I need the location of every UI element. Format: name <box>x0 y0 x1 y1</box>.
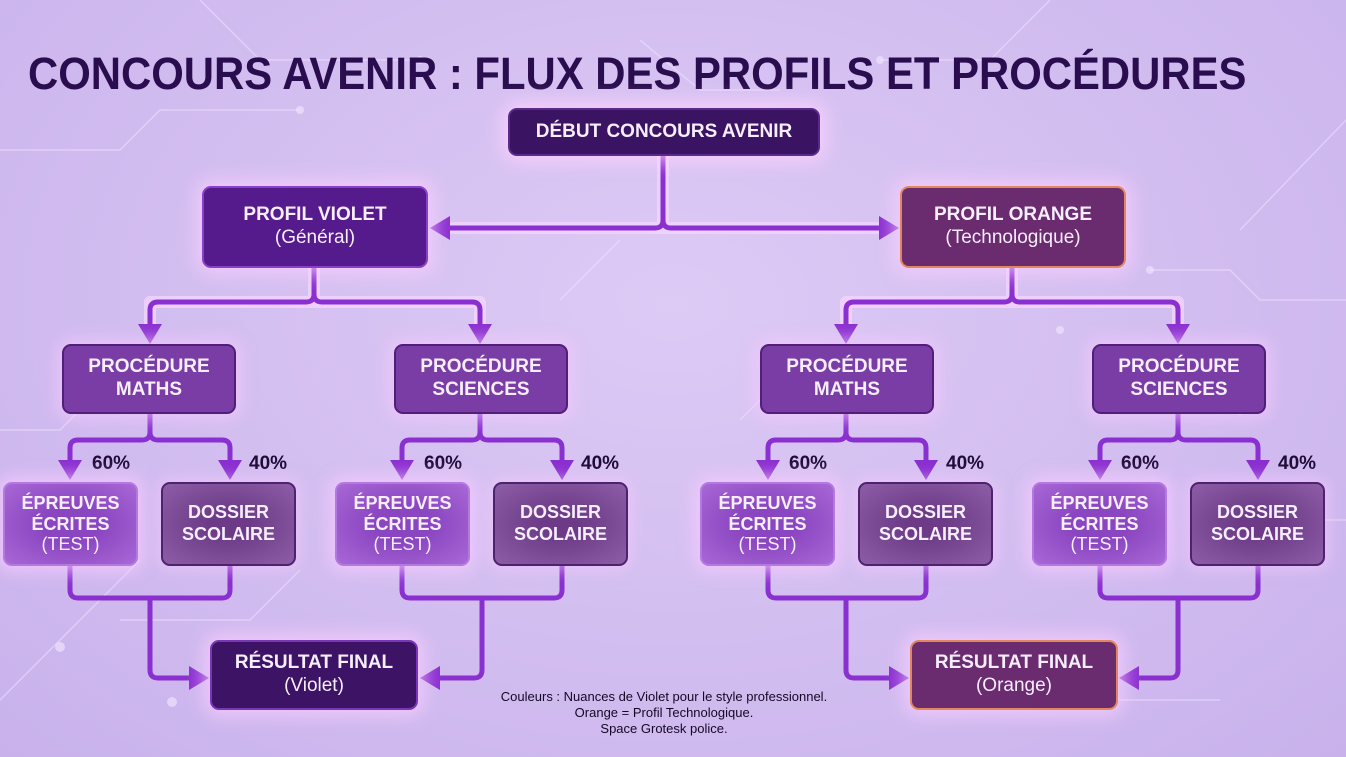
dossier-scolaire-node: DOSSIER SCOLAIRE <box>858 482 993 566</box>
dossier-scolaire-node: DOSSIER SCOLAIRE <box>161 482 296 566</box>
procedure-sciences-violet: PROCÉDURE SCIENCES <box>394 344 568 414</box>
leaf-line: (TEST) <box>373 534 432 555</box>
leaf-line: DOSSIER <box>187 502 270 523</box>
weight-percent: 60% <box>92 453 131 474</box>
procedure-subject: SCIENCES <box>432 379 530 400</box>
procedure-sciences-orange: PROCÉDURE SCIENCES <box>1092 344 1266 414</box>
start-node: DÉBUT CONCOURS AVENIR <box>508 108 820 156</box>
footnote-line: Orange = Profil Technologique. <box>574 705 754 720</box>
procedure-subject: MATHS <box>813 379 881 400</box>
leaf-line: SCOLAIRE <box>181 524 275 544</box>
leaf-line: ÉPREUVES <box>718 492 817 513</box>
weight-percent: 60% <box>1121 453 1160 474</box>
leaf-line: ÉCRITES <box>363 513 442 534</box>
procedure-maths-violet: PROCÉDURE MATHS <box>62 344 236 414</box>
leaf-line: DOSSIER <box>519 502 602 523</box>
result-subtitle: (Orange) <box>975 675 1053 696</box>
result-violet-node: RÉSULTAT FINAL (Violet) <box>210 640 418 710</box>
epreuves-ecrites-node: ÉPREUVES ÉCRITES (TEST) <box>3 482 138 566</box>
weight-percent: 40% <box>249 453 288 474</box>
procedure-subject: MATHS <box>115 379 183 400</box>
weight-percent: 40% <box>1278 453 1317 474</box>
result-title: RÉSULTAT FINAL <box>934 652 1094 674</box>
leaf-line: ÉCRITES <box>31 513 110 534</box>
weight-percent: 40% <box>946 453 985 474</box>
leaf-line: ÉPREUVES <box>1050 492 1149 513</box>
procedure-label: PROCÉDURE <box>88 356 210 378</box>
page-title: CONCOURS AVENIR : FLUX DES PROFILS ET PR… <box>28 48 1247 100</box>
profile-title: PROFIL VIOLET <box>243 204 387 226</box>
leaf-line: SCOLAIRE <box>513 524 607 544</box>
procedure-subject: SCIENCES <box>1130 379 1228 400</box>
profile-violet-node: PROFIL VIOLET (Général) <box>202 186 428 268</box>
epreuves-ecrites-node: ÉPREUVES ÉCRITES (TEST) <box>700 482 835 566</box>
leaf-line: SCOLAIRE <box>1210 524 1304 544</box>
footnote-line: Couleurs : Nuances de Violet pour le sty… <box>500 689 828 704</box>
leaf-line: ÉPREUVES <box>21 492 120 513</box>
procedure-label: PROCÉDURE <box>1118 356 1240 378</box>
leaf-line: ÉPREUVES <box>353 492 452 513</box>
leaf-line: ÉCRITES <box>728 513 807 534</box>
procedure-label: PROCÉDURE <box>420 356 542 378</box>
profile-subtitle: (Général) <box>274 227 356 248</box>
procedure-label: PROCÉDURE <box>786 356 908 378</box>
result-title: RÉSULTAT FINAL <box>234 652 394 674</box>
leaf-line: DOSSIER <box>884 502 967 523</box>
procedure-maths-orange: PROCÉDURE MATHS <box>760 344 934 414</box>
dossier-scolaire-node: DOSSIER SCOLAIRE <box>1190 482 1325 566</box>
profile-orange-node: PROFIL ORANGE (Technologique) <box>900 186 1126 268</box>
weight-percent: 60% <box>789 453 828 474</box>
leaf-line: SCOLAIRE <box>878 524 972 544</box>
leaf-line: ÉCRITES <box>1060 513 1139 534</box>
weight-percent: 60% <box>424 453 463 474</box>
leaf-line: (TEST) <box>738 534 797 555</box>
footnote: Couleurs : Nuances de Violet pour le sty… <box>464 689 864 737</box>
epreuves-ecrites-node: ÉPREUVES ÉCRITES (TEST) <box>335 482 470 566</box>
weight-percent: 40% <box>581 453 620 474</box>
epreuves-ecrites-node: ÉPREUVES ÉCRITES (TEST) <box>1032 482 1167 566</box>
start-label: DÉBUT CONCOURS AVENIR <box>535 120 793 142</box>
dossier-scolaire-node: DOSSIER SCOLAIRE <box>493 482 628 566</box>
profile-title: PROFIL ORANGE <box>934 204 1092 226</box>
leaf-line: (TEST) <box>41 534 100 555</box>
profile-subtitle: (Technologique) <box>945 227 1081 248</box>
leaf-line: DOSSIER <box>1216 502 1299 523</box>
footnote-line: Space Grotesk police. <box>600 721 728 736</box>
result-subtitle: (Violet) <box>284 675 344 696</box>
result-orange-node: RÉSULTAT FINAL (Orange) <box>910 640 1118 710</box>
leaf-line: (TEST) <box>1070 534 1129 555</box>
